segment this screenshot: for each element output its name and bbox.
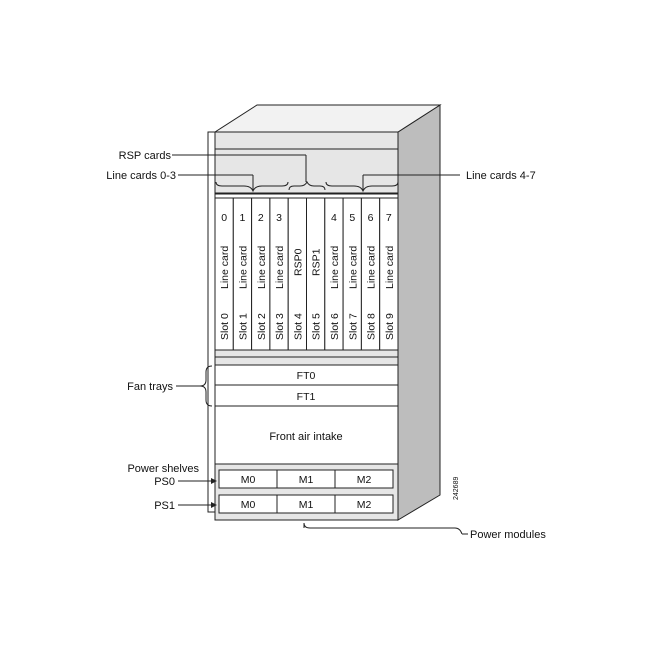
slot-card-type: Line card — [274, 246, 286, 289]
air-intake-label: Front air intake — [269, 431, 342, 443]
slot-number: 6 — [368, 212, 374, 224]
slot-label: Slot 1 — [237, 313, 249, 340]
power-module — [334, 469, 394, 489]
line-cards-right-label: Line cards 4-7 — [466, 170, 536, 182]
slot-label: Slot 0 — [219, 313, 231, 340]
chassis-top-band — [214, 131, 399, 150]
ps0-label: PS0 — [154, 476, 175, 488]
slot-label: Slot 4 — [292, 313, 304, 340]
ps1-label: PS1 — [154, 500, 175, 512]
slot-card-type: Line card — [237, 246, 249, 289]
slot-number: 4 — [331, 212, 337, 224]
slot-number: 3 — [276, 212, 282, 224]
fan-trays-label: Fan trays — [127, 381, 173, 393]
slot-card-type: Line card — [384, 246, 396, 289]
slot-number: 5 — [349, 212, 355, 224]
power-module-label: M2 — [357, 474, 372, 486]
air-intake-panel — [214, 405, 399, 465]
power-module-label: M2 — [357, 499, 372, 511]
slot-number: 1 — [240, 212, 246, 224]
slot-card-type: Line card — [347, 246, 359, 289]
slot-card-type: RSP1 — [311, 248, 323, 276]
power-module-label: M0 — [241, 474, 256, 486]
slot-label: Slot 5 — [311, 313, 323, 340]
slot-number: 0 — [221, 212, 227, 224]
slot-card-type: Line card — [256, 246, 268, 289]
line-cards-left-label: Line cards 0-3 — [106, 170, 176, 182]
power-shelves-label: Power shelves — [127, 463, 199, 475]
slot-card-type: Line card — [366, 246, 378, 289]
power-module-label: M0 — [241, 499, 256, 511]
slot-label: Slot 9 — [384, 313, 396, 340]
slot-card-type: Line card — [219, 246, 231, 289]
chassis-side-panel — [397, 104, 441, 521]
power-module-label: M1 — [299, 499, 314, 511]
slot-number: 7 — [386, 212, 392, 224]
fan-tray-1-label: FT1 — [297, 391, 316, 403]
slot-card-type: Line card — [329, 246, 341, 289]
slot-label: Slot 3 — [274, 313, 286, 340]
power-module — [334, 494, 394, 514]
slot-card-type: RSP0 — [292, 248, 304, 276]
bracket-rsp-cards — [288, 180, 326, 191]
power-modules-label: Power modules — [470, 529, 546, 541]
slot-label: Slot 7 — [347, 313, 359, 340]
slot-label: Slot 2 — [256, 313, 268, 340]
slot-label: Slot 6 — [329, 313, 341, 340]
bracket-power-modules — [303, 522, 463, 535]
figure-id: 242689 — [453, 477, 460, 500]
power-module-label: M1 — [299, 474, 314, 486]
slot-number: 2 — [258, 212, 264, 224]
slot-label: Slot 8 — [366, 313, 378, 340]
fan-tray-0-label: FT0 — [297, 370, 316, 382]
rsp-cards-label: RSP cards — [119, 150, 172, 162]
mounting-flange — [207, 131, 216, 513]
